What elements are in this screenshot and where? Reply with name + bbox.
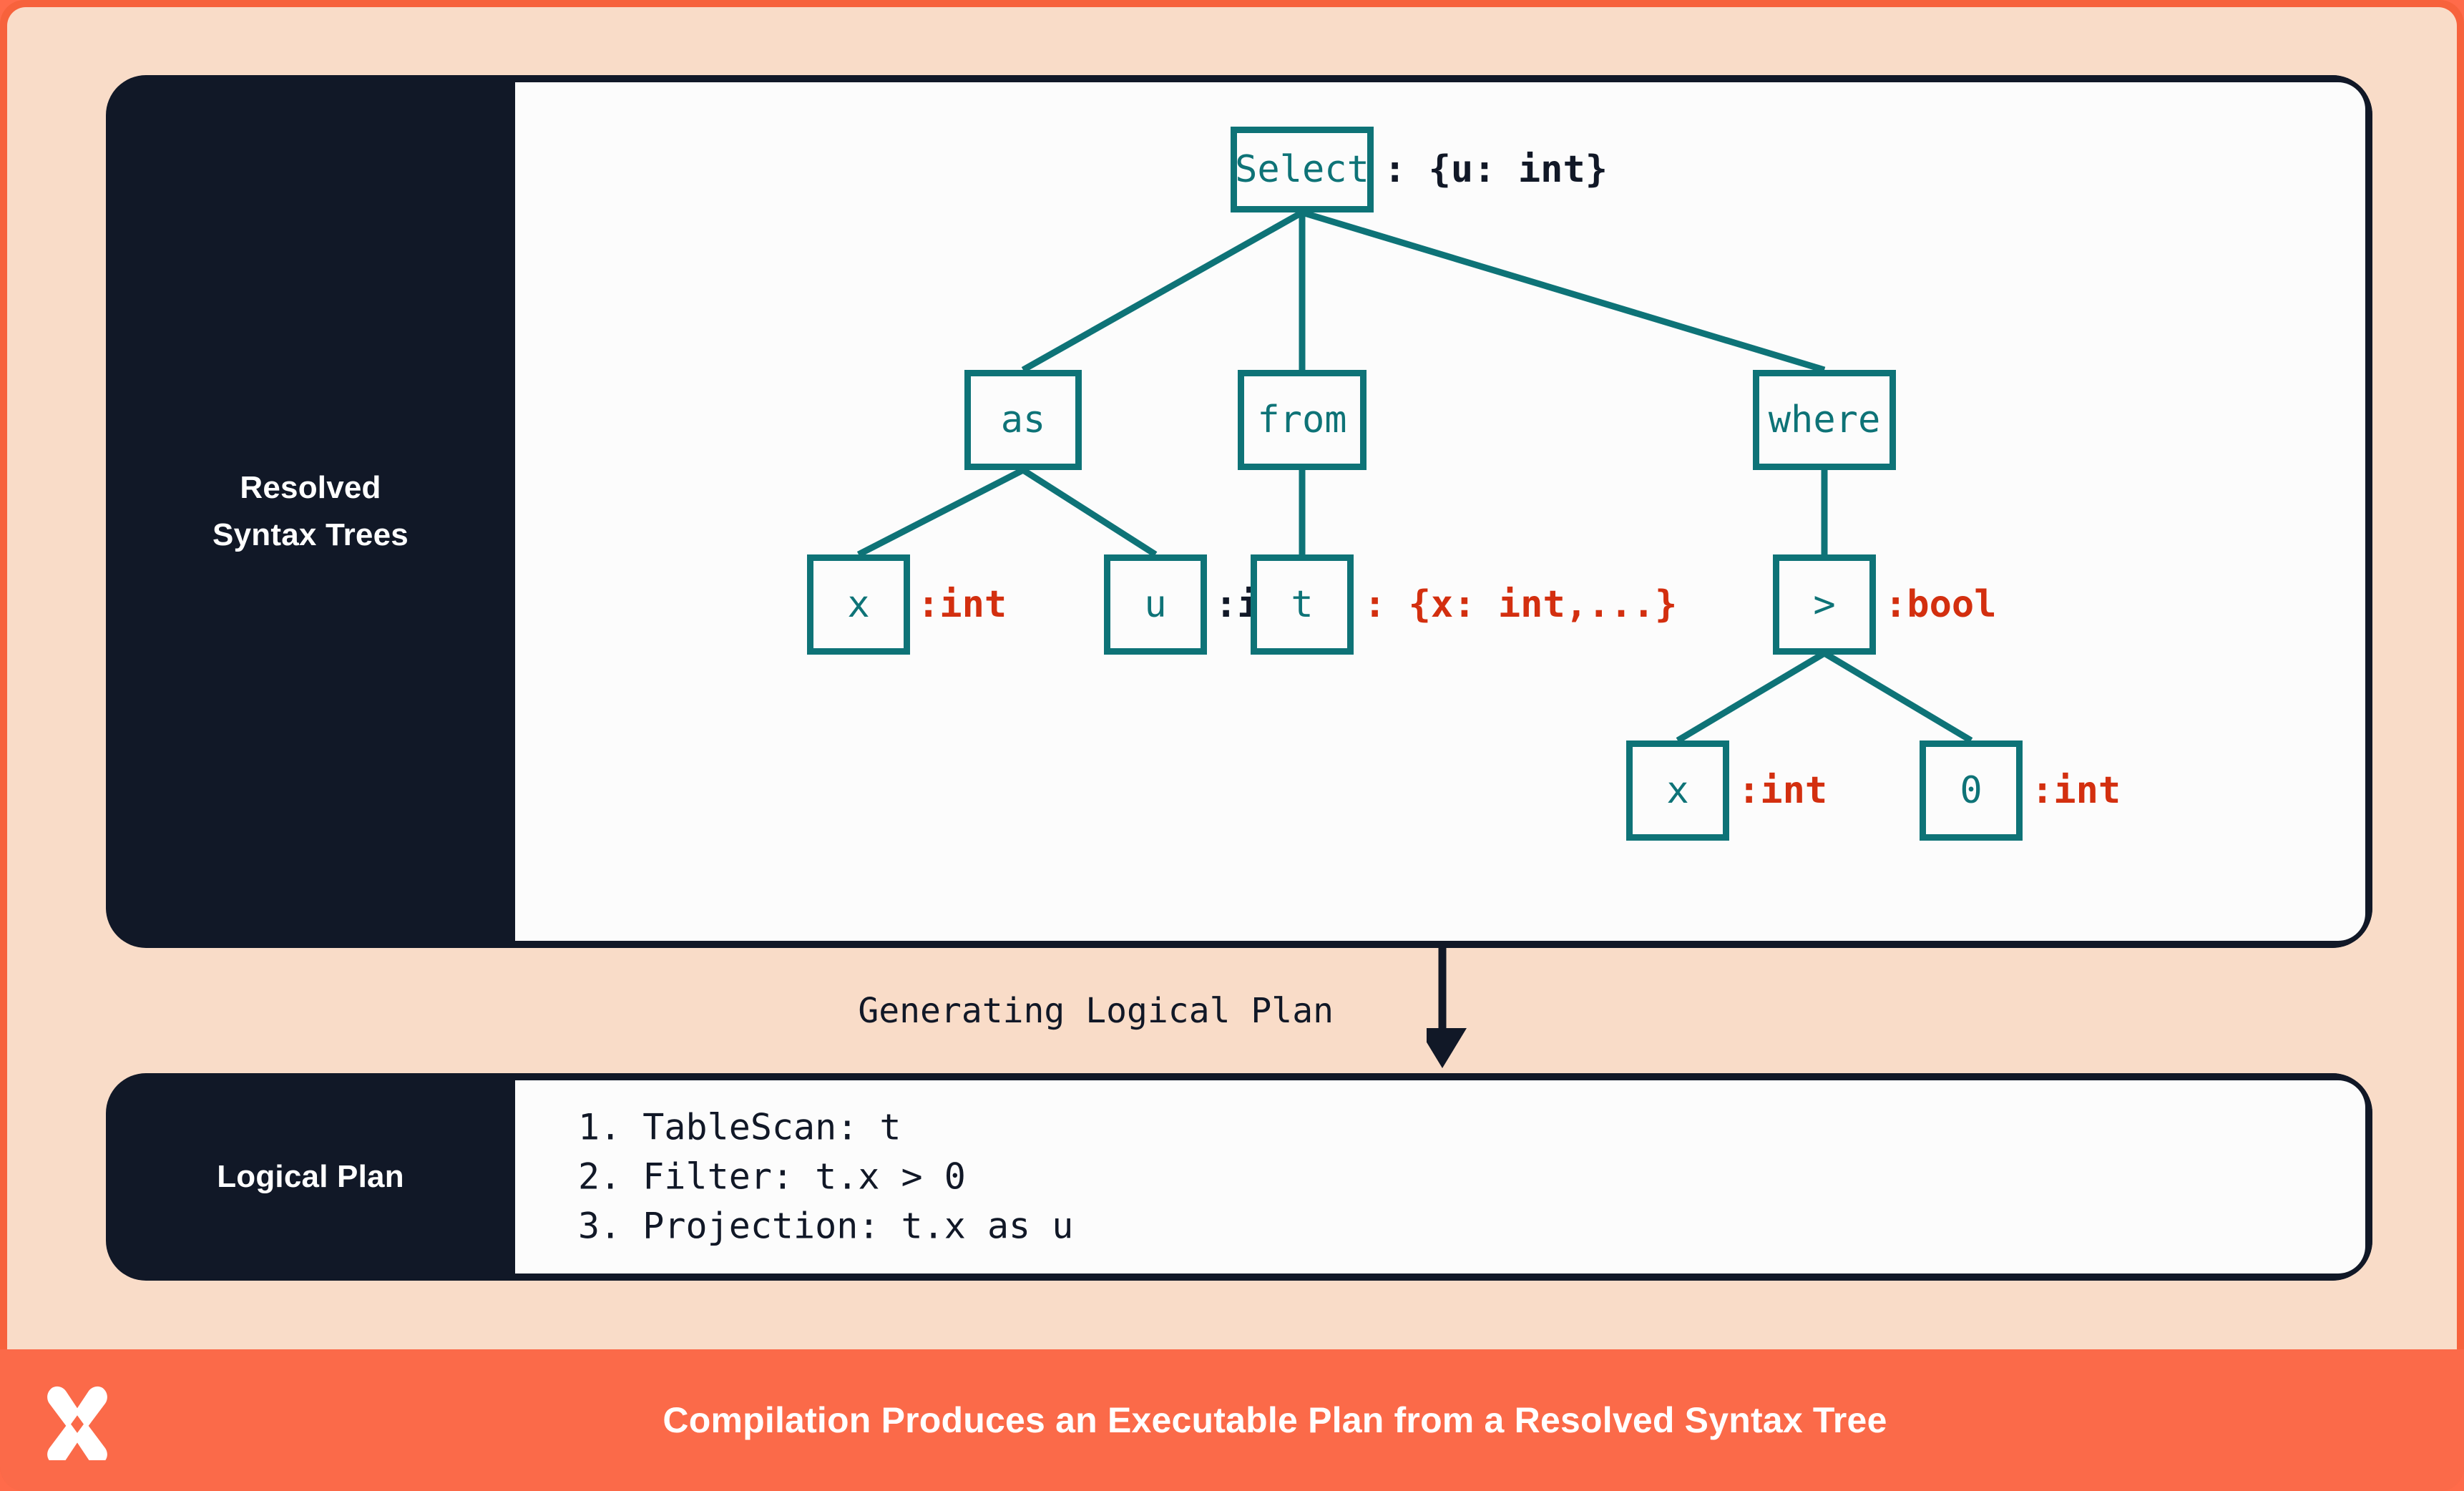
logical-plan-panel: Logical Plan 1. TableScan: t 2. Filter: … [106,1073,2372,1281]
panel-label-line-2: Syntax Trees [212,517,409,552]
panel-label-line-1: Resolved [240,470,381,505]
tree-node-as-u[interactable]: u [1104,554,1207,655]
plan-line-2: 2. Filter: t.x > 0 [578,1155,966,1198]
type-annotation-from-t: : {x: int,...} [1364,583,1678,626]
type-annotation-as-x: :int [917,583,1007,626]
tree-node-where-label: where [1768,399,1881,441]
logical-plan-canvas: 1. TableScan: t 2. Filter: t.x > 0 3. Pr… [515,1073,2372,1281]
tree-node-select-label: Select [1235,148,1369,191]
down-arrow-icon [1427,948,1467,1068]
tree-node-greater-than-label: > [1813,583,1836,626]
tree-node-gt-zero[interactable]: 0 [1920,740,2023,841]
tree-node-from-t[interactable]: t [1251,554,1354,655]
tree-node-as-label: as [1000,399,1046,441]
plan-line-1: 1. TableScan: t [578,1106,901,1148]
tree-node-where[interactable]: where [1753,370,1896,470]
logical-plan-list: 1. TableScan: t 2. Filter: t.x > 0 3. Pr… [578,1103,1073,1251]
type-annotation-select: : {u: int} [1384,148,1608,191]
footer-bar: Compilation Produces an Executable Plan … [0,1349,2464,1491]
tree-node-greater-than[interactable]: > [1773,554,1876,655]
logical-plan-label: Logical Plan [217,1159,404,1194]
transition-label: Generating Logical Plan [858,990,1334,1031]
syntax-tree-canvas: Select : {u: int} as from where x :int [515,75,2372,948]
type-annotation-gt-zero: :int [2031,769,2121,812]
tree-node-gt-zero-label: 0 [1960,769,1983,812]
tree-node-from[interactable]: from [1238,370,1367,470]
tree-node-as-u-label: u [1144,583,1167,626]
footer-caption: Compilation Produces an Executable Plan … [663,1400,1887,1440]
type-annotation-gt-x: :int [1738,769,1828,812]
tree-node-from-label: from [1257,399,1347,441]
type-annotation-greater-than: :bool [1884,583,1997,626]
tree-edges [856,209,1973,743]
tree-node-select[interactable]: Select [1231,127,1374,212]
plan-line-3: 3. Projection: t.x as u [578,1205,1074,1247]
x-mark-logo-icon [47,1386,107,1460]
transition-region: Generating Logical Plan [106,948,2372,1073]
tree-node-as-x-label: x [847,583,870,626]
tree-node-gt-x-label: x [1666,769,1689,812]
tree-node-gt-x[interactable]: x [1626,740,1729,841]
tree-node-from-t-label: t [1291,583,1314,626]
tree-node-as-x[interactable]: x [807,554,910,655]
tree-node-as[interactable]: as [964,370,1082,470]
